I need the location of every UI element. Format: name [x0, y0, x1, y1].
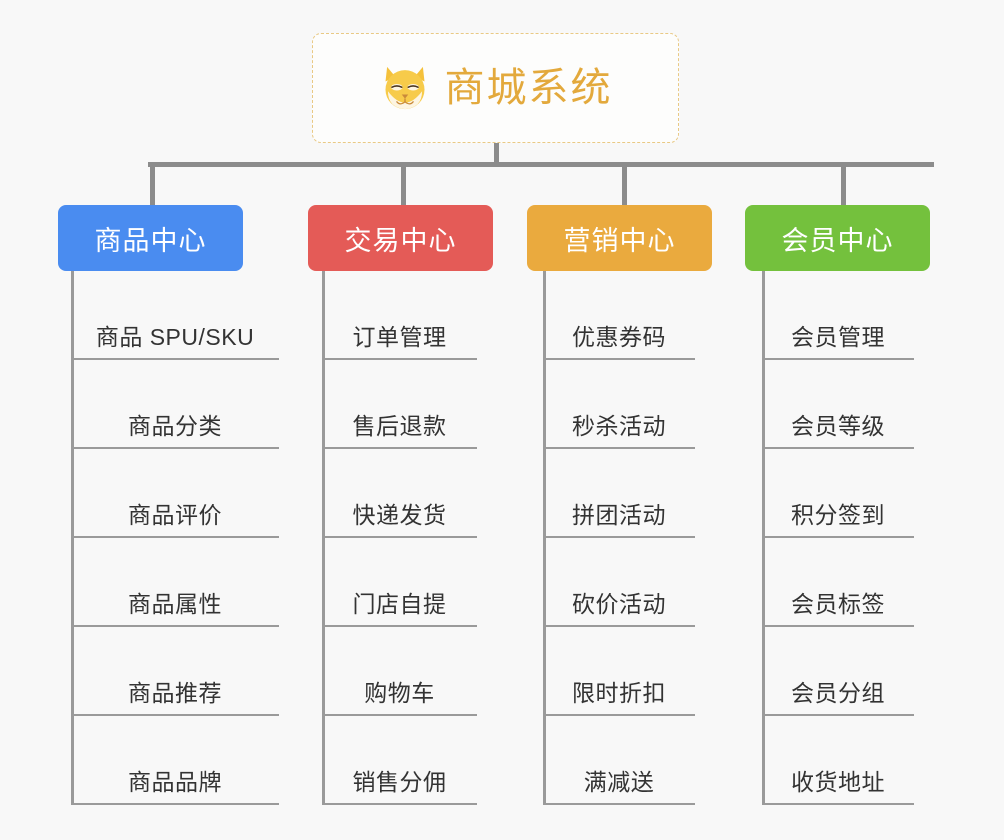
leaf-item-label: 会员标签 [791, 591, 885, 617]
leaf-item[interactable]: 限时折扣 [543, 627, 695, 716]
root-title: 商城系统 [444, 66, 613, 110]
connector-spine-1 [71, 271, 74, 805]
leaf-item[interactable]: 砍价活动 [543, 538, 695, 627]
connector-drop-1 [150, 162, 155, 205]
connector-spine-4 [762, 271, 765, 805]
category-header-1[interactable]: 商品中心 [58, 205, 243, 271]
leaf-item-label: 秒杀活动 [572, 413, 666, 439]
leaf-column-3: 优惠券码秒杀活动拼团活动砍价活动限时折扣满减送 [543, 271, 695, 805]
leaf-item-label: 商品属性 [128, 591, 222, 617]
connector-drop-4 [841, 162, 846, 205]
connector-drop-3 [622, 162, 627, 205]
leaf-item-label: 商品 SPU/SKU [95, 324, 255, 350]
leaf-item-label: 商品品牌 [128, 769, 222, 795]
leaf-item-label: 销售分佣 [352, 769, 447, 795]
connector-bus-bar [148, 162, 934, 167]
leaf-item[interactable]: 秒杀活动 [543, 360, 695, 449]
leaf-item-label: 优惠券码 [572, 324, 666, 350]
connector-spine-2 [322, 271, 325, 805]
leaf-item[interactable]: 门店自提 [322, 538, 477, 627]
leaf-item-label: 订单管理 [352, 324, 447, 350]
leaf-item-label: 售后退款 [352, 413, 447, 439]
leaf-item[interactable]: 会员等级 [762, 360, 914, 449]
leaf-item[interactable]: 售后退款 [322, 360, 477, 449]
leaf-item[interactable]: 收货地址 [762, 716, 914, 805]
leaf-item-label: 门店自提 [352, 591, 447, 617]
category-header-2[interactable]: 交易中心 [308, 205, 493, 271]
leaf-item[interactable]: 购物车 [322, 627, 477, 716]
category-header-label: 商品中心 [94, 225, 207, 256]
leaf-item[interactable]: 销售分佣 [322, 716, 477, 805]
leaf-item[interactable]: 拼团活动 [543, 449, 695, 538]
category-header-label: 交易中心 [344, 225, 457, 256]
leaf-item-label: 满减送 [583, 769, 655, 795]
shiba-dog-face-icon [385, 66, 424, 110]
leaf-item-label: 拼团活动 [572, 502, 666, 528]
leaf-item[interactable]: 积分签到 [762, 449, 914, 538]
leaf-item[interactable]: 满减送 [543, 716, 695, 805]
leaf-item[interactable]: 商品分类 [71, 360, 279, 449]
connector-root-stem [494, 143, 499, 165]
leaf-column-1: 商品 SPU/SKU 商品分类商品评价商品属性商品推荐商品品牌 [71, 271, 279, 805]
leaf-item[interactable]: 会员分组 [762, 627, 914, 716]
leaf-item[interactable]: 商品评价 [71, 449, 279, 538]
leaf-item-label: 商品推荐 [128, 680, 222, 706]
category-header-label: 营销中心 [563, 225, 676, 256]
root-node[interactable]: 商城系统 [312, 33, 679, 143]
connector-spine-3 [543, 271, 546, 805]
connector-drop-2 [401, 162, 406, 205]
leaf-column-4: 会员管理会员等级积分签到会员标签会员分组收货地址 [762, 271, 914, 805]
leaf-item[interactable]: 商品 SPU/SKU [71, 271, 279, 360]
leaf-item-label: 商品分类 [128, 413, 222, 439]
category-header-4[interactable]: 会员中心 [745, 205, 930, 271]
leaf-item[interactable]: 会员管理 [762, 271, 914, 360]
leaf-item[interactable]: 快递发货 [322, 449, 477, 538]
leaf-column-2: 订单管理售后退款快递发货门店自提购物车销售分佣 [322, 271, 477, 805]
leaf-item-label: 快递发货 [352, 502, 447, 528]
leaf-item-label: 会员分组 [791, 680, 885, 706]
leaf-item-label: 收货地址 [791, 769, 885, 795]
leaf-item-label: 积分签到 [791, 502, 885, 528]
leaf-item-label: 商品评价 [128, 502, 222, 528]
leaf-item[interactable]: 商品推荐 [71, 627, 279, 716]
leaf-item-label: 砍价活动 [572, 591, 666, 617]
leaf-item[interactable]: 商品属性 [71, 538, 279, 627]
leaf-item[interactable]: 商品品牌 [71, 716, 279, 805]
leaf-item-label: 限时折扣 [572, 680, 666, 706]
category-header-3[interactable]: 营销中心 [527, 205, 712, 271]
leaf-item[interactable]: 会员标签 [762, 538, 914, 627]
leaf-item[interactable]: 优惠券码 [543, 271, 695, 360]
leaf-item-label: 会员管理 [791, 324, 885, 350]
leaf-item[interactable]: 订单管理 [322, 271, 477, 360]
leaf-item-label: 会员等级 [791, 413, 885, 439]
leaf-item-label: 购物车 [364, 680, 435, 706]
category-header-label: 会员中心 [781, 225, 894, 256]
